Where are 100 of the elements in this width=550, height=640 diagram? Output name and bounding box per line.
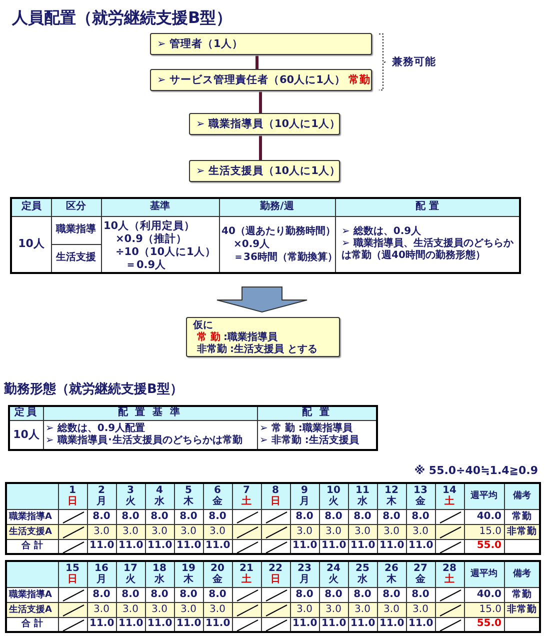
role-text: ➢ 管理者（1人）	[157, 38, 243, 50]
day-number: 27	[412, 563, 428, 574]
hours-value: 8.0	[87, 587, 116, 602]
weekday: 木	[386, 496, 398, 508]
bracket-label: 兼務可能	[392, 55, 436, 69]
weekday: 金	[414, 496, 426, 508]
hours-value: 3.0	[87, 524, 116, 539]
role-text: ➢ サービス管理責任者（60人に1人）	[157, 74, 346, 86]
connector-line	[256, 55, 258, 69]
row-label: 職業指導A	[6, 587, 58, 602]
column-header: 定員	[9, 406, 43, 420]
hours-value: 3.0	[406, 524, 435, 539]
hours-value: 3.0	[406, 602, 435, 617]
day-number: 28	[442, 563, 458, 574]
employment-status: 常勤	[504, 587, 540, 602]
hours-value: 8.0	[406, 587, 435, 602]
hours-value: 11.0	[290, 617, 319, 632]
weekday: 土	[240, 574, 252, 586]
day-number: 20	[210, 563, 226, 574]
weekday: 木	[182, 496, 194, 508]
weekday: 金	[414, 574, 426, 586]
day-number: 22	[268, 563, 284, 574]
day-number: 19	[180, 563, 196, 574]
weekday: 水	[153, 574, 166, 586]
row-label: 職業指導A	[6, 509, 58, 524]
column-header: 定員	[11, 198, 51, 216]
formula-line: ×0.9人	[232, 238, 271, 250]
weekday: 木	[182, 574, 194, 586]
category-label: 職業指導	[51, 216, 101, 244]
role-text: 非常勤	[197, 344, 227, 355]
weekly-average: 15.0	[464, 524, 504, 539]
weekday: 火	[328, 496, 340, 508]
hours-value: 8.0	[145, 587, 174, 602]
day-number: 7	[243, 485, 250, 496]
day-number: 24	[326, 563, 342, 574]
weekday: 金	[212, 496, 224, 508]
note-box	[186, 317, 340, 357]
weekly-average: 40.0	[464, 509, 504, 524]
weekday: 月	[96, 574, 108, 586]
weekday: 日	[66, 574, 78, 586]
hours-value: 11.0	[203, 617, 232, 632]
hours-value: 8.0	[203, 509, 232, 524]
role-box	[189, 113, 340, 135]
hours-value: 3.0	[348, 524, 377, 539]
hours-value: 11.0	[174, 539, 203, 554]
hours-value: 11.0	[203, 539, 232, 554]
hours-value: 3.0	[348, 602, 377, 617]
hours-value: 3.0	[290, 524, 319, 539]
day-number: 8	[272, 485, 280, 496]
column-header: 勤務/週	[219, 198, 335, 216]
employment-status: 常勤	[504, 509, 540, 524]
hours-value: 11.0	[406, 539, 435, 554]
calculation-note: ※ 55.0÷40≒1.4≧0.9	[414, 464, 538, 477]
row-label: 生活支援A	[6, 524, 58, 539]
status-text: 常 勤	[197, 332, 220, 343]
weekday: 水	[356, 496, 368, 508]
day-number: 26	[384, 563, 400, 574]
weekly-average: 40.0	[464, 587, 504, 602]
column-header: 配 置	[335, 198, 520, 216]
formula-line: ＝36時間（常勤換算）	[232, 250, 332, 264]
day-number: 4	[156, 485, 163, 496]
hours-value: 3.0	[377, 524, 406, 539]
hours-value: 11.0	[87, 617, 116, 632]
hours-value: 11.0	[174, 617, 203, 632]
hours-value: 11.0	[116, 539, 145, 554]
weekday: 土	[444, 574, 456, 586]
hours-value: 8.0	[319, 587, 348, 602]
row-label: 生活支援A	[6, 602, 58, 617]
hours-value: 8.0	[348, 587, 377, 602]
hours-value: 11.0	[116, 617, 145, 632]
bullet-text: ➢ 総数は、0.9人配置	[46, 422, 146, 434]
hours-value: 8.0	[377, 509, 406, 524]
bullet-text: ➢ 職業指導員･生活支援員のどちらかは常勤	[46, 434, 244, 447]
day-number: 9	[301, 485, 309, 496]
day-number: 12	[384, 485, 400, 496]
hours-value: 11.0	[145, 617, 174, 632]
hours-value: 3.0	[377, 602, 406, 617]
day-number: 17	[122, 563, 138, 574]
weekday: 水	[356, 574, 368, 586]
column-header: 備考	[504, 561, 540, 587]
day-number: 25	[354, 563, 370, 574]
weekday: 木	[386, 574, 398, 586]
hours-value: 8.0	[203, 587, 232, 602]
weekday: 火	[124, 574, 136, 586]
weekday: 火	[328, 574, 340, 586]
hours-value: 3.0	[203, 602, 232, 617]
bullet-text: ➢ 非常勤 :生活支援員	[260, 434, 360, 447]
hours-value: 3.0	[319, 524, 348, 539]
hours-value: 8.0	[145, 509, 174, 524]
weekday: 火	[124, 496, 136, 508]
weekday: 日	[270, 574, 282, 586]
weekday: 金	[212, 574, 224, 586]
weekday: 日	[270, 496, 282, 508]
formula-line: ×0.9（推計）	[114, 232, 188, 246]
bullet-text: ➢ 総数は、0.9人	[342, 226, 422, 237]
role-box	[150, 69, 372, 91]
weekday: 月	[96, 496, 108, 508]
employment-status: 非常勤	[504, 524, 540, 539]
hours-value: 8.0	[348, 509, 377, 524]
connector-line	[259, 135, 262, 160]
